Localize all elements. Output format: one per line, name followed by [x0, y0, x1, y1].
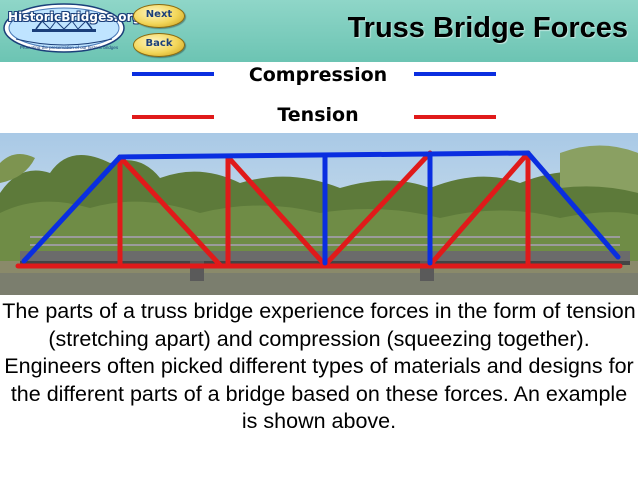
bridge-diagram — [0, 133, 638, 295]
caption-text: The parts of a truss bridge experience f… — [2, 299, 636, 433]
next-button-label: Next — [145, 9, 173, 20]
back-button[interactable]: Back — [133, 33, 185, 57]
logo-tagline: Promoting the preservation of our histor… — [19, 45, 119, 50]
compression-members — [21, 150, 621, 266]
back-button-label: Back — [145, 38, 173, 49]
compression-line-left — [132, 72, 214, 76]
tension-line-right — [414, 115, 496, 119]
bridge-photo — [0, 133, 638, 295]
page-title: Truss Bridge Forces — [347, 12, 628, 44]
logo-site-name: HistoricBridges.org — [8, 10, 142, 24]
tension-members — [15, 150, 623, 269]
next-button[interactable]: Next — [133, 4, 185, 28]
historicbridges-logo[interactable]: HistoricBridges.org Promoting the preser… — [2, 3, 142, 57]
compression-legend-label: Compression — [248, 64, 388, 86]
tension-line-left — [132, 115, 214, 119]
header-bar: HistoricBridges.org Promoting the preser… — [0, 0, 638, 62]
compression-line-right — [414, 72, 496, 76]
logo-emblem-icon — [3, 3, 125, 53]
tension-legend-label: Tension — [277, 104, 359, 126]
